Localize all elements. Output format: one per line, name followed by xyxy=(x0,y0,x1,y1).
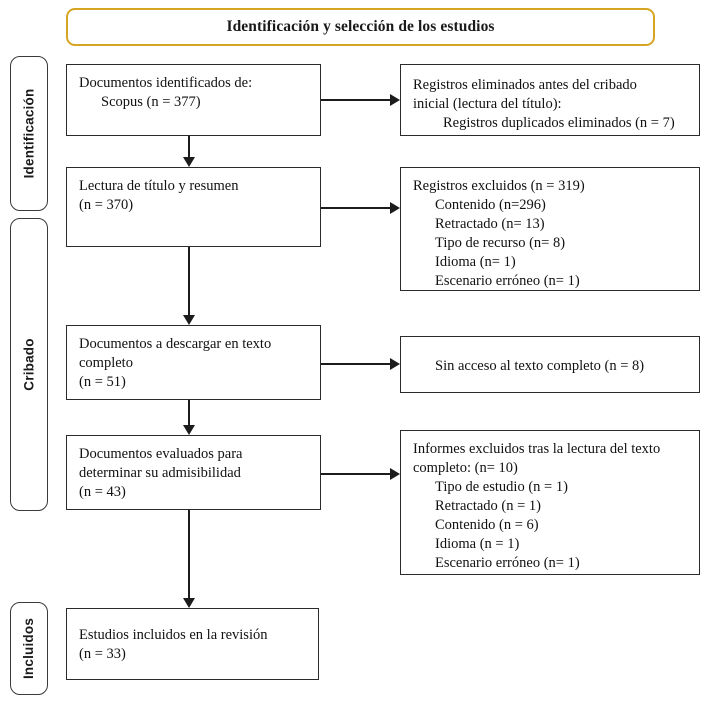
box-line: Documentos identificados de: xyxy=(79,75,253,91)
arrow-right-icon xyxy=(390,202,400,214)
box-line: Scopus (n = 377) xyxy=(101,94,201,110)
connector-lectura-to-descargar xyxy=(188,247,190,315)
box-registros-excluidos: Registros excluidos (n = 319) Contenido … xyxy=(400,167,700,291)
box-sin-acceso-texto-completo: Sin acceso al texto completo (n = 8) xyxy=(400,336,700,393)
page-title: Identificación y selección de los estudi… xyxy=(226,18,495,35)
box-documentos-identificados: Documentos identificados de: Scopus (n =… xyxy=(66,64,321,136)
connector-evaluados-to-informes xyxy=(321,473,390,475)
box-line: Retractado (n= 13) xyxy=(435,216,545,232)
box-line: Contenido (n=296) xyxy=(435,197,546,213)
connector-identificados-to-duplicados xyxy=(321,99,390,101)
arrow-down-icon xyxy=(183,157,195,167)
box-line: Documentos a descargar en texto xyxy=(79,336,272,352)
box-line: Informes excluidos tras la lectura del t… xyxy=(413,441,661,457)
stage-label-incluidos: Incluidos xyxy=(10,602,48,695)
box-line: Retractado (n = 1) xyxy=(435,498,542,514)
arrow-right-icon xyxy=(390,468,400,480)
connector-identificados-to-lectura xyxy=(188,136,190,157)
arrow-right-icon xyxy=(390,94,400,106)
box-line: Estudios incluidos en la revisión xyxy=(79,627,268,643)
box-line: Contenido (n = 6) xyxy=(435,517,539,533)
box-line: (n = 43) xyxy=(79,484,126,500)
box-line: completo: (n= 10) xyxy=(413,460,518,476)
box-line: Lectura de título y resumen xyxy=(79,178,239,194)
connector-descargar-to-sinacceso xyxy=(321,363,390,365)
box-documentos-descargar: Documentos a descargar en texto completo… xyxy=(66,325,321,400)
box-line: Documentos evaluados para xyxy=(79,446,243,462)
box-line: Sin acceso al texto completo (n = 8) xyxy=(435,357,645,374)
connector-evaluados-to-incluidos xyxy=(188,510,190,598)
arrow-down-icon xyxy=(183,598,195,608)
box-line: Idioma (n = 1) xyxy=(435,536,520,552)
box-line: Tipo de estudio (n = 1) xyxy=(435,479,568,495)
box-lectura-titulo-resumen: Lectura de título y resumen (n = 370) xyxy=(66,167,321,247)
connector-lectura-to-excluidos xyxy=(321,207,390,209)
box-line: Registros duplicados eliminados (n = 7) xyxy=(443,115,675,131)
stage-label-identificacion-text: Identificación xyxy=(21,88,37,179)
box-line: (n = 33) xyxy=(79,646,126,662)
box-documentos-evaluados: Documentos evaluados para determinar su … xyxy=(66,435,321,510)
stage-label-cribado-text: Cribado xyxy=(21,338,37,391)
box-line: Registros excluidos (n = 319) xyxy=(413,178,585,194)
box-line: determinar su admisibilidad xyxy=(79,465,241,481)
stage-label-cribado: Cribado xyxy=(10,218,48,511)
box-estudios-incluidos: Estudios incluidos en la revisión (n = 3… xyxy=(66,608,319,680)
box-line: inicial (lectura del título): xyxy=(413,96,562,112)
diagram-title-banner: Identificación y selección de los estudi… xyxy=(66,8,655,46)
box-line: completo xyxy=(79,355,133,371)
arrow-down-icon xyxy=(183,425,195,435)
connector-descargar-to-evaluados xyxy=(188,400,190,425)
box-line: Registros eliminados antes del cribado xyxy=(413,77,637,93)
box-line: Tipo de recurso (n= 8) xyxy=(435,235,566,251)
box-line: Escenario erróneo (n= 1) xyxy=(435,555,580,571)
box-line: (n = 51) xyxy=(79,374,126,390)
box-line: (n = 370) xyxy=(79,197,134,213)
arrow-right-icon xyxy=(390,358,400,370)
arrow-down-icon xyxy=(183,315,195,325)
box-line: Idioma (n= 1) xyxy=(435,254,516,270)
stage-label-incluidos-text: Incluidos xyxy=(21,617,37,680)
box-registros-eliminados: Registros eliminados antes del cribado i… xyxy=(400,64,700,136)
box-line: Escenario erróneo (n= 1) xyxy=(435,273,580,289)
box-informes-excluidos: Informes excluidos tras la lectura del t… xyxy=(400,430,700,575)
stage-label-identificacion: Identificación xyxy=(10,56,48,211)
